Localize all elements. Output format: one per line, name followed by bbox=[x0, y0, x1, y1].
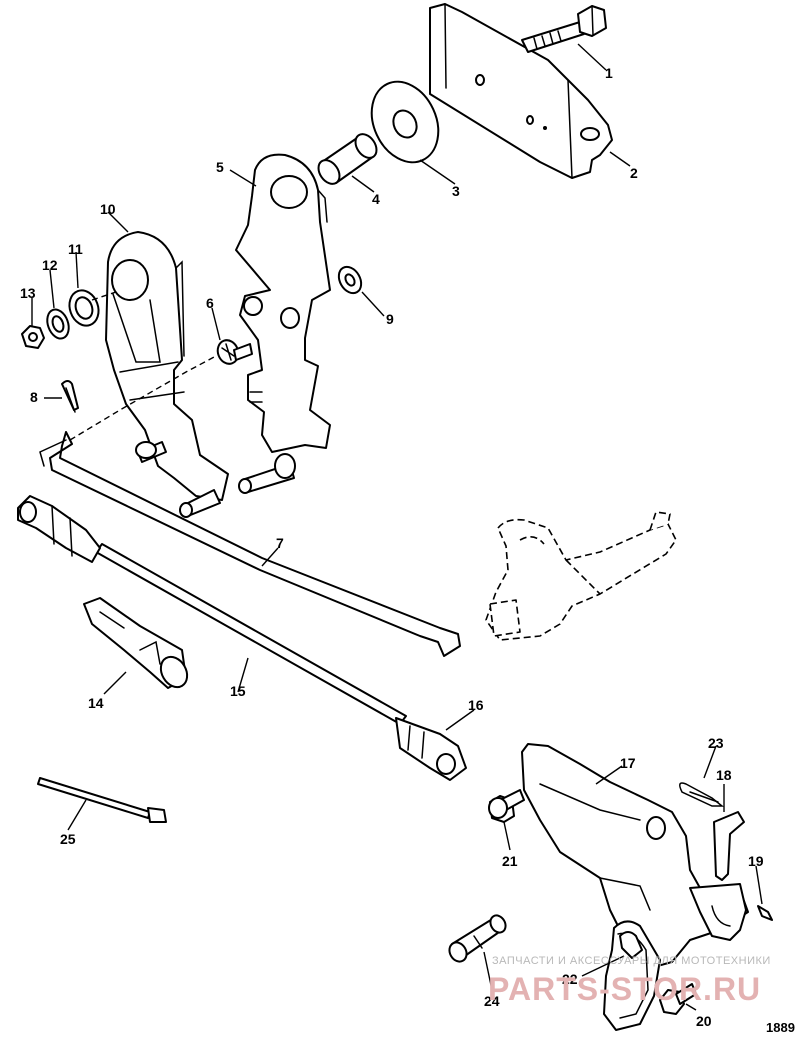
part-throttle-bracket bbox=[521, 743, 749, 1031]
part-link-rod bbox=[39, 431, 461, 657]
callout-18: 18 bbox=[716, 767, 732, 783]
part-bolt bbox=[521, 5, 607, 53]
callout-4: 4 bbox=[372, 191, 380, 207]
part-screw bbox=[216, 339, 253, 365]
part-flanged-bolt bbox=[488, 789, 525, 823]
part-screw-20 bbox=[659, 983, 697, 1015]
callout-5: 5 bbox=[216, 159, 224, 175]
callout-13: 13 bbox=[20, 285, 36, 301]
callout-20: 20 bbox=[696, 1013, 712, 1029]
assembly-line bbox=[69, 355, 217, 441]
leader-lines bbox=[31, 43, 763, 1011]
callout-24: 24 bbox=[484, 993, 500, 1009]
callout-22: 22 bbox=[562, 971, 578, 987]
callout-15: 15 bbox=[230, 683, 246, 699]
part-washer-12 bbox=[46, 308, 70, 340]
callout-1: 1 bbox=[605, 65, 613, 81]
figure-number: 1889 bbox=[766, 1020, 795, 1035]
part-pin bbox=[757, 905, 773, 921]
part-nut bbox=[21, 325, 45, 349]
callout-2: 2 bbox=[630, 165, 638, 181]
part-hairpin-clip bbox=[679, 782, 725, 807]
part-washer-11 bbox=[68, 289, 100, 327]
callout-3: 3 bbox=[452, 183, 460, 199]
part-flat-washer-large bbox=[370, 80, 440, 164]
callout-25: 25 bbox=[60, 831, 76, 847]
part-shift-arm bbox=[105, 231, 229, 518]
assembly-line bbox=[91, 291, 117, 301]
part-cotter-pin bbox=[61, 380, 79, 413]
callout-labels: 1 2 3 4 5 6 7 8 9 10 11 12 13 14 15 16 1… bbox=[20, 65, 764, 1029]
part-clip bbox=[713, 811, 745, 881]
callout-16: 16 bbox=[468, 697, 484, 713]
callout-6: 6 bbox=[206, 295, 214, 311]
part-cable-tie bbox=[37, 777, 167, 823]
callout-12: 12 bbox=[42, 257, 58, 273]
callout-11: 11 bbox=[68, 241, 83, 257]
callout-8: 8 bbox=[30, 389, 38, 405]
part-stud-pin bbox=[448, 914, 507, 963]
watermark-logo: PARTS-STOR.RU bbox=[488, 971, 761, 1007]
callout-9: 9 bbox=[386, 311, 394, 327]
callout-19: 19 bbox=[748, 853, 764, 869]
watermark-caption: ЗАПЧАСТИ И АКСЕССУАРЫ ДЛЯ МОТОТЕХНИКИ bbox=[492, 955, 771, 967]
phantom-engine-part bbox=[485, 511, 677, 641]
part-link-22 bbox=[619, 931, 643, 959]
callout-7: 7 bbox=[276, 535, 284, 551]
part-cable-clip bbox=[83, 597, 189, 689]
part-spacer-bushing bbox=[317, 133, 378, 185]
watermark: ЗАПЧАСТИ И АКСЕССУАРЫ ДЛЯ МОТОТЕХНИКИ PA… bbox=[488, 955, 771, 1007]
part-small-washer bbox=[337, 265, 363, 295]
part-cable-rod bbox=[17, 495, 467, 781]
callout-21: 21 bbox=[502, 853, 518, 869]
callout-17: 17 bbox=[620, 755, 636, 771]
callout-14: 14 bbox=[88, 695, 104, 711]
part-lever-plate bbox=[235, 153, 331, 494]
callout-23: 23 bbox=[708, 735, 724, 751]
part-bracket bbox=[429, 3, 613, 179]
callout-10: 10 bbox=[100, 201, 116, 217]
